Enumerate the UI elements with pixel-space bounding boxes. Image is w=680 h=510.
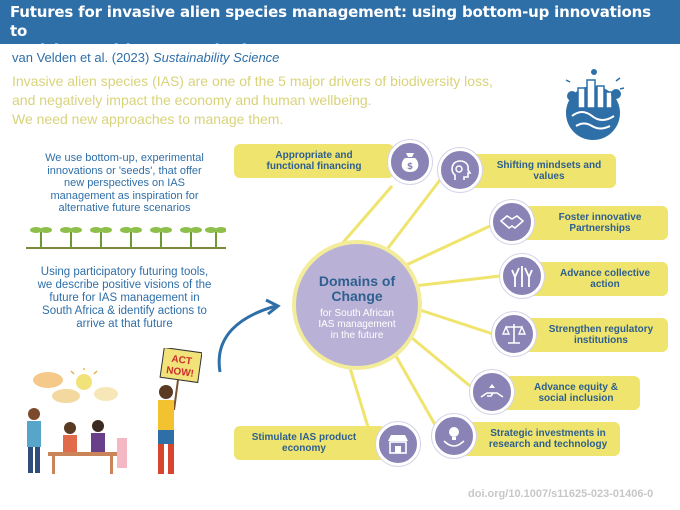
futuring-text-line: we describe positive visions of the [37, 279, 212, 291]
domain-label-line: action [590, 279, 620, 290]
handshake-icon [490, 200, 534, 244]
doi-link[interactable]: doi.org/10.1007/s11625-023-01406-0 [468, 488, 654, 500]
seeds-text-line: management as inspiration for [50, 189, 199, 202]
svg-text:$: $ [407, 162, 413, 172]
seeds-text-line: new perspectives on IAS [63, 177, 186, 189]
domains-of-change-circle: Domains of Change for South African IAS … [292, 240, 422, 370]
seeds-text-line: We use bottom-up, experimental [45, 152, 204, 164]
domain-label-line: values [533, 171, 565, 182]
domain-equity: Advance equity &social inclusion [490, 376, 640, 410]
domain-label-line: Partnerships [569, 223, 631, 234]
citation-authors: van Velden et al. (2023) [12, 50, 150, 65]
futuring-text-line: South Africa & identify actions to [42, 305, 207, 317]
domain-label-line: Shifting mindsets and [496, 160, 602, 171]
people-meeting-illustration [27, 368, 127, 474]
domain-label-line: social inclusion [538, 393, 614, 404]
domain-label-line: functional financing [266, 161, 362, 172]
domain-label-line: Advance equity & [534, 382, 618, 393]
globe-city-icon [565, 69, 625, 140]
title-line-2: envision positive systemic change [10, 41, 294, 59]
equity-hands-icon [470, 370, 514, 414]
domain-label-line: economy [282, 443, 326, 454]
intro-line-3: We need new approaches to manage them. [12, 111, 284, 127]
seeds-text: We use bottom-up, experimental innovatio… [12, 152, 237, 215]
seeds-text-line: innovations or 'seeds', that offer [47, 164, 202, 177]
title-bar: Futures for invasive alien species manag… [0, 0, 680, 59]
sign-text-act: ACT [171, 354, 193, 368]
futuring-text-line: Using participatory futuring tools, [40, 266, 209, 278]
center-title-line-1: Domains of [318, 273, 396, 289]
title-line-1: Futures for invasive alien species manag… [10, 3, 651, 40]
intro-text: Invasive alien species (IAS) are one of … [12, 72, 552, 129]
domain-label-line: research and technology [488, 439, 608, 450]
domain-label-line: Foster innovative [558, 212, 642, 223]
head-gears-icon [438, 148, 482, 192]
domain-label-line: Stimulate IAS product [251, 432, 357, 443]
citation: van Velden et al. (2023) Sustainability … [12, 50, 279, 65]
futuring-text: Using participatory futuring tools, we d… [12, 266, 237, 331]
seedlings-illustration [26, 227, 226, 249]
citation-journal: Sustainability Science [152, 50, 280, 65]
domain-label-line: Advance collective [559, 268, 651, 279]
intro-line-1: Invasive alien species (IAS) are one of … [12, 73, 493, 89]
money-bag-icon: $ [388, 140, 432, 184]
center-subtitle-line: IAS management [318, 319, 396, 330]
center-title-line-2: Change [331, 288, 383, 304]
domain-label-line: institutions [574, 335, 628, 346]
lightbulb-hand-icon [432, 414, 476, 458]
seeds-text-line: alternative future scenarios [58, 202, 191, 214]
domain-label-line: Appropriate and [275, 150, 353, 161]
intro-line-2: and negatively impact the economy and hu… [12, 92, 372, 108]
futuring-text-line: arrive at that future [76, 318, 173, 330]
activist-sign-illustration: ACT NOW! [158, 348, 202, 474]
scales-icon [492, 312, 536, 356]
market-icon [376, 422, 420, 466]
domain-label-line: Strategic investments in [490, 428, 606, 439]
futuring-text-line: future for IAS management in [49, 292, 200, 304]
center-subtitle: for South African IAS management in the … [296, 308, 418, 341]
center-subtitle-line: for South African [320, 308, 394, 319]
curved-arrow-icon [217, 298, 281, 373]
raised-hands-icon [500, 254, 544, 298]
sign-text-now: NOW! [165, 365, 194, 380]
domain-label-line: Strengthen regulatory [548, 324, 654, 335]
center-subtitle-line: in the future [330, 330, 384, 341]
